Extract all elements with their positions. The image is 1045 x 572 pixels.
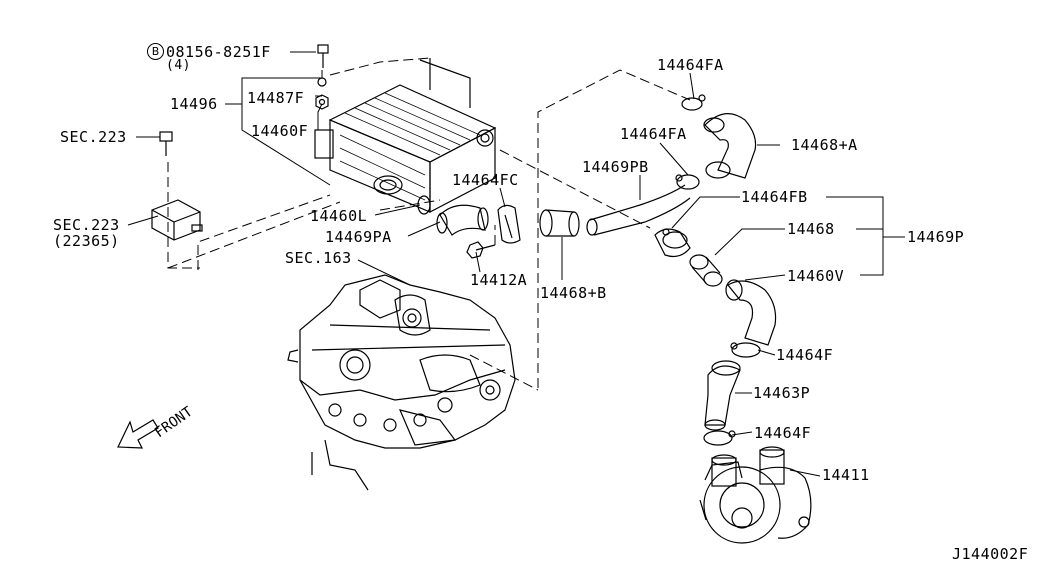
hose-14468	[689, 254, 723, 287]
label-bolt-qty: (4)	[166, 58, 191, 73]
label-14468a: 14468+A	[791, 136, 858, 154]
label-14468: 14468	[787, 220, 835, 238]
pipe-14469pb	[586, 184, 691, 236]
front-arrow-icon	[117, 419, 159, 449]
bolt-marker-badge: B	[147, 43, 164, 60]
label-14468b: 14468+B	[540, 284, 607, 302]
pipe-14469pa	[417, 195, 489, 236]
boost-sensor	[151, 131, 203, 241]
label-14469p: 14469P	[907, 228, 965, 246]
turbocharger	[699, 446, 812, 544]
dashed-assembly-lines	[167, 57, 691, 391]
label-bolt-part: 08156-8251F	[166, 43, 271, 61]
label-14460v: 14460V	[787, 267, 845, 285]
hose-14468a	[681, 94, 757, 179]
label-14464fb: 14464FB	[741, 188, 808, 206]
diagram-code: J144002F	[952, 545, 1029, 563]
hose-14468b	[539, 209, 580, 237]
label-14412a: 14412A	[470, 271, 528, 289]
label-14464f-upper: 14464F	[776, 346, 834, 364]
label-14464fa-mid: 14464FA	[620, 125, 687, 143]
label-14464fc: 14464FC	[452, 171, 519, 189]
bolt-14412a	[466, 241, 496, 259]
label-sec223-top: SEC.223	[60, 128, 127, 146]
label-14463p: 14463P	[753, 384, 811, 402]
label-14464fa-top: 14464FA	[657, 56, 724, 74]
hose-14460v	[725, 279, 777, 346]
label-14469pa: 14469PA	[325, 228, 392, 246]
label-14411: 14411	[822, 466, 870, 484]
clamp-14464f-lower	[703, 430, 736, 446]
bolts-top	[315, 44, 329, 110]
label-sec163: SEC.163	[285, 249, 352, 267]
clamp-14464fa-mid	[675, 174, 700, 190]
engine-block	[287, 274, 516, 491]
clamp-14464f-upper	[730, 342, 761, 358]
clamp-14464fc	[497, 204, 521, 244]
leader-lines	[127, 51, 905, 477]
label-14487f: 14487F	[247, 89, 305, 107]
label-14496: 14496	[170, 95, 218, 113]
label-14460l: 14460L	[310, 207, 368, 225]
label-14460f: 14460F	[251, 122, 309, 140]
intercooler	[314, 58, 497, 213]
label-sec223-ref: (22365)	[53, 232, 120, 250]
fitting-14464fb	[654, 228, 691, 258]
label-14464f-lower: 14464F	[754, 424, 812, 442]
label-14469pb: 14469PB	[582, 158, 649, 176]
label-sec223-bottom: SEC.223	[53, 216, 120, 234]
hose-14463p	[704, 360, 741, 431]
